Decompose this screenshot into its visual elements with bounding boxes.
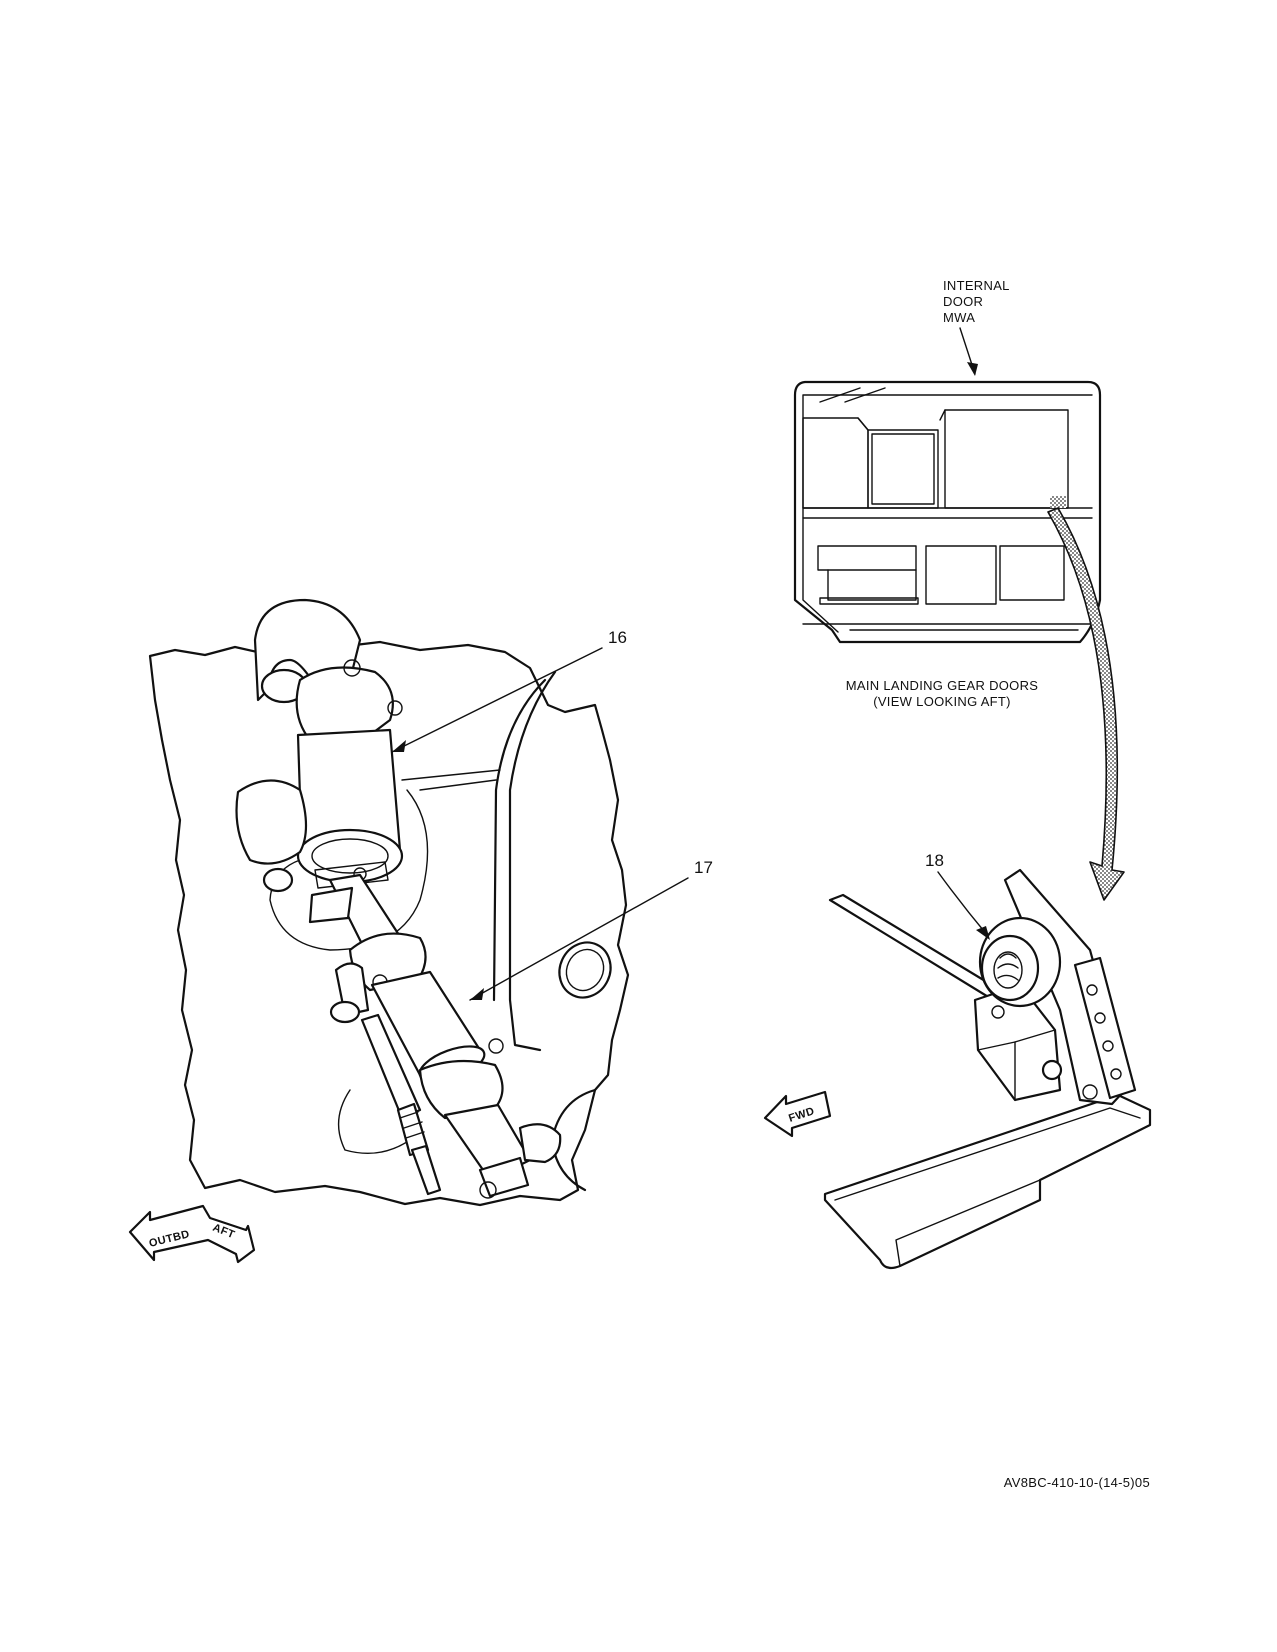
internal-door-label: INTERNAL DOOR MWA [943,278,1010,325]
callout-17: 17 [694,858,713,877]
leader-line-16 [391,647,603,753]
actuator-detail-view [148,598,630,1207]
view-caption-line-2: (VIEW LOOKING AFT) [873,694,1011,709]
view-caption-line-1: MAIN LANDING GEAR DOORS [846,678,1039,693]
callout-16: 16 [608,628,627,647]
label-line-door: DOOR [943,294,983,309]
leader-line-17 [469,877,689,1001]
fwd-direction-arrow: FWD [763,1090,832,1138]
figure-code: AV8BC-410-10-(14-5)05 [1004,1475,1150,1490]
leader-arrowhead-18 [976,926,990,940]
outbd-aft-direction-arrow: OUTBD AFT [128,1204,256,1264]
view-indicator-curved-arrow [1047,507,1125,901]
internal-door-leader-arrowhead [967,362,978,376]
label-line-internal: INTERNAL [943,278,1010,293]
leader-arrowhead-16 [392,740,406,752]
leader-arrowhead-17 [470,988,484,1000]
callout-18: 18 [925,851,944,870]
bracket-detail-view [823,868,1152,1270]
leader-line-18 [937,871,989,937]
landing-gear-doors-view [793,380,1102,644]
label-line-mwa: MWA [943,310,975,325]
